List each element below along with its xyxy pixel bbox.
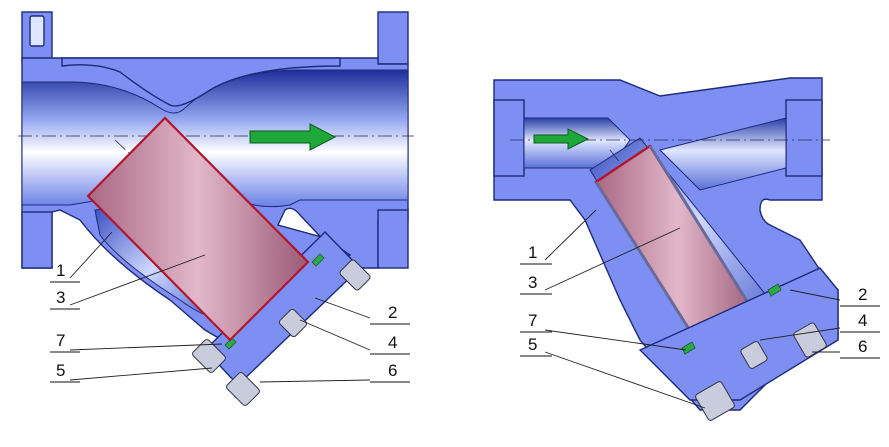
right-gasket-bottom (681, 341, 696, 355)
right-cap-plate (638, 267, 839, 401)
left-screen-body (86, 116, 310, 342)
right-bolt-bottom (695, 381, 735, 421)
left-label-3: 3 (56, 288, 65, 307)
right-flow-arrow (533, 128, 590, 150)
right-inlet-hub (493, 99, 525, 177)
right-label-6: 6 (858, 337, 867, 356)
left-label-1: 1 (56, 261, 65, 280)
left-part-labels: 1 3 7 5 2 4 6 (50, 261, 410, 383)
right-label-4: 4 (858, 311, 867, 330)
right-label-3: 3 (528, 273, 537, 292)
right-cap-bolts (695, 322, 827, 421)
right-label-1: 1 (528, 243, 537, 262)
left-strainer-view: 1 3 7 5 2 4 6 (18, 11, 414, 406)
right-leader-lines (544, 209, 841, 409)
right-label-7: 7 (528, 311, 537, 330)
right-part-labels: 1 3 7 5 2 4 6 (520, 243, 880, 359)
left-bolt-top (339, 259, 371, 291)
right-label-5: 5 (528, 335, 537, 354)
left-bolt-hole-top-left (29, 15, 45, 47)
left-bolt-middle (278, 308, 308, 338)
right-strainer-view: 1 3 7 5 2 4 6 (493, 77, 880, 421)
left-flow-arrow (249, 123, 337, 151)
right-strainer-cap (638, 267, 839, 401)
right-gasket-top (767, 283, 782, 297)
right-label-2: 2 (858, 285, 867, 304)
left-gasket-top (311, 253, 325, 267)
left-leader-lines (69, 231, 371, 383)
left-outlet-flange-top (377, 11, 409, 65)
left-inlet-flange-bottom (21, 211, 53, 269)
right-outlet-hub (785, 99, 823, 177)
left-label-5: 5 (56, 361, 65, 380)
right-bolt-middle (740, 341, 768, 369)
left-cap-bolts (192, 259, 371, 406)
right-outlet-bore (659, 117, 787, 191)
left-label-6: 6 (388, 361, 397, 380)
left-label-7: 7 (56, 331, 65, 350)
left-outlet-flange-bottom (377, 209, 409, 269)
left-bolt-lower (192, 339, 226, 373)
left-label-4: 4 (388, 333, 397, 352)
left-strainer-screen (86, 116, 310, 342)
left-label-2: 2 (388, 303, 397, 322)
left-partition-wall (61, 57, 341, 107)
left-bolt-bottom (226, 372, 260, 406)
right-screen-rim-left (594, 181, 708, 357)
right-screen-rim-right (648, 145, 762, 323)
